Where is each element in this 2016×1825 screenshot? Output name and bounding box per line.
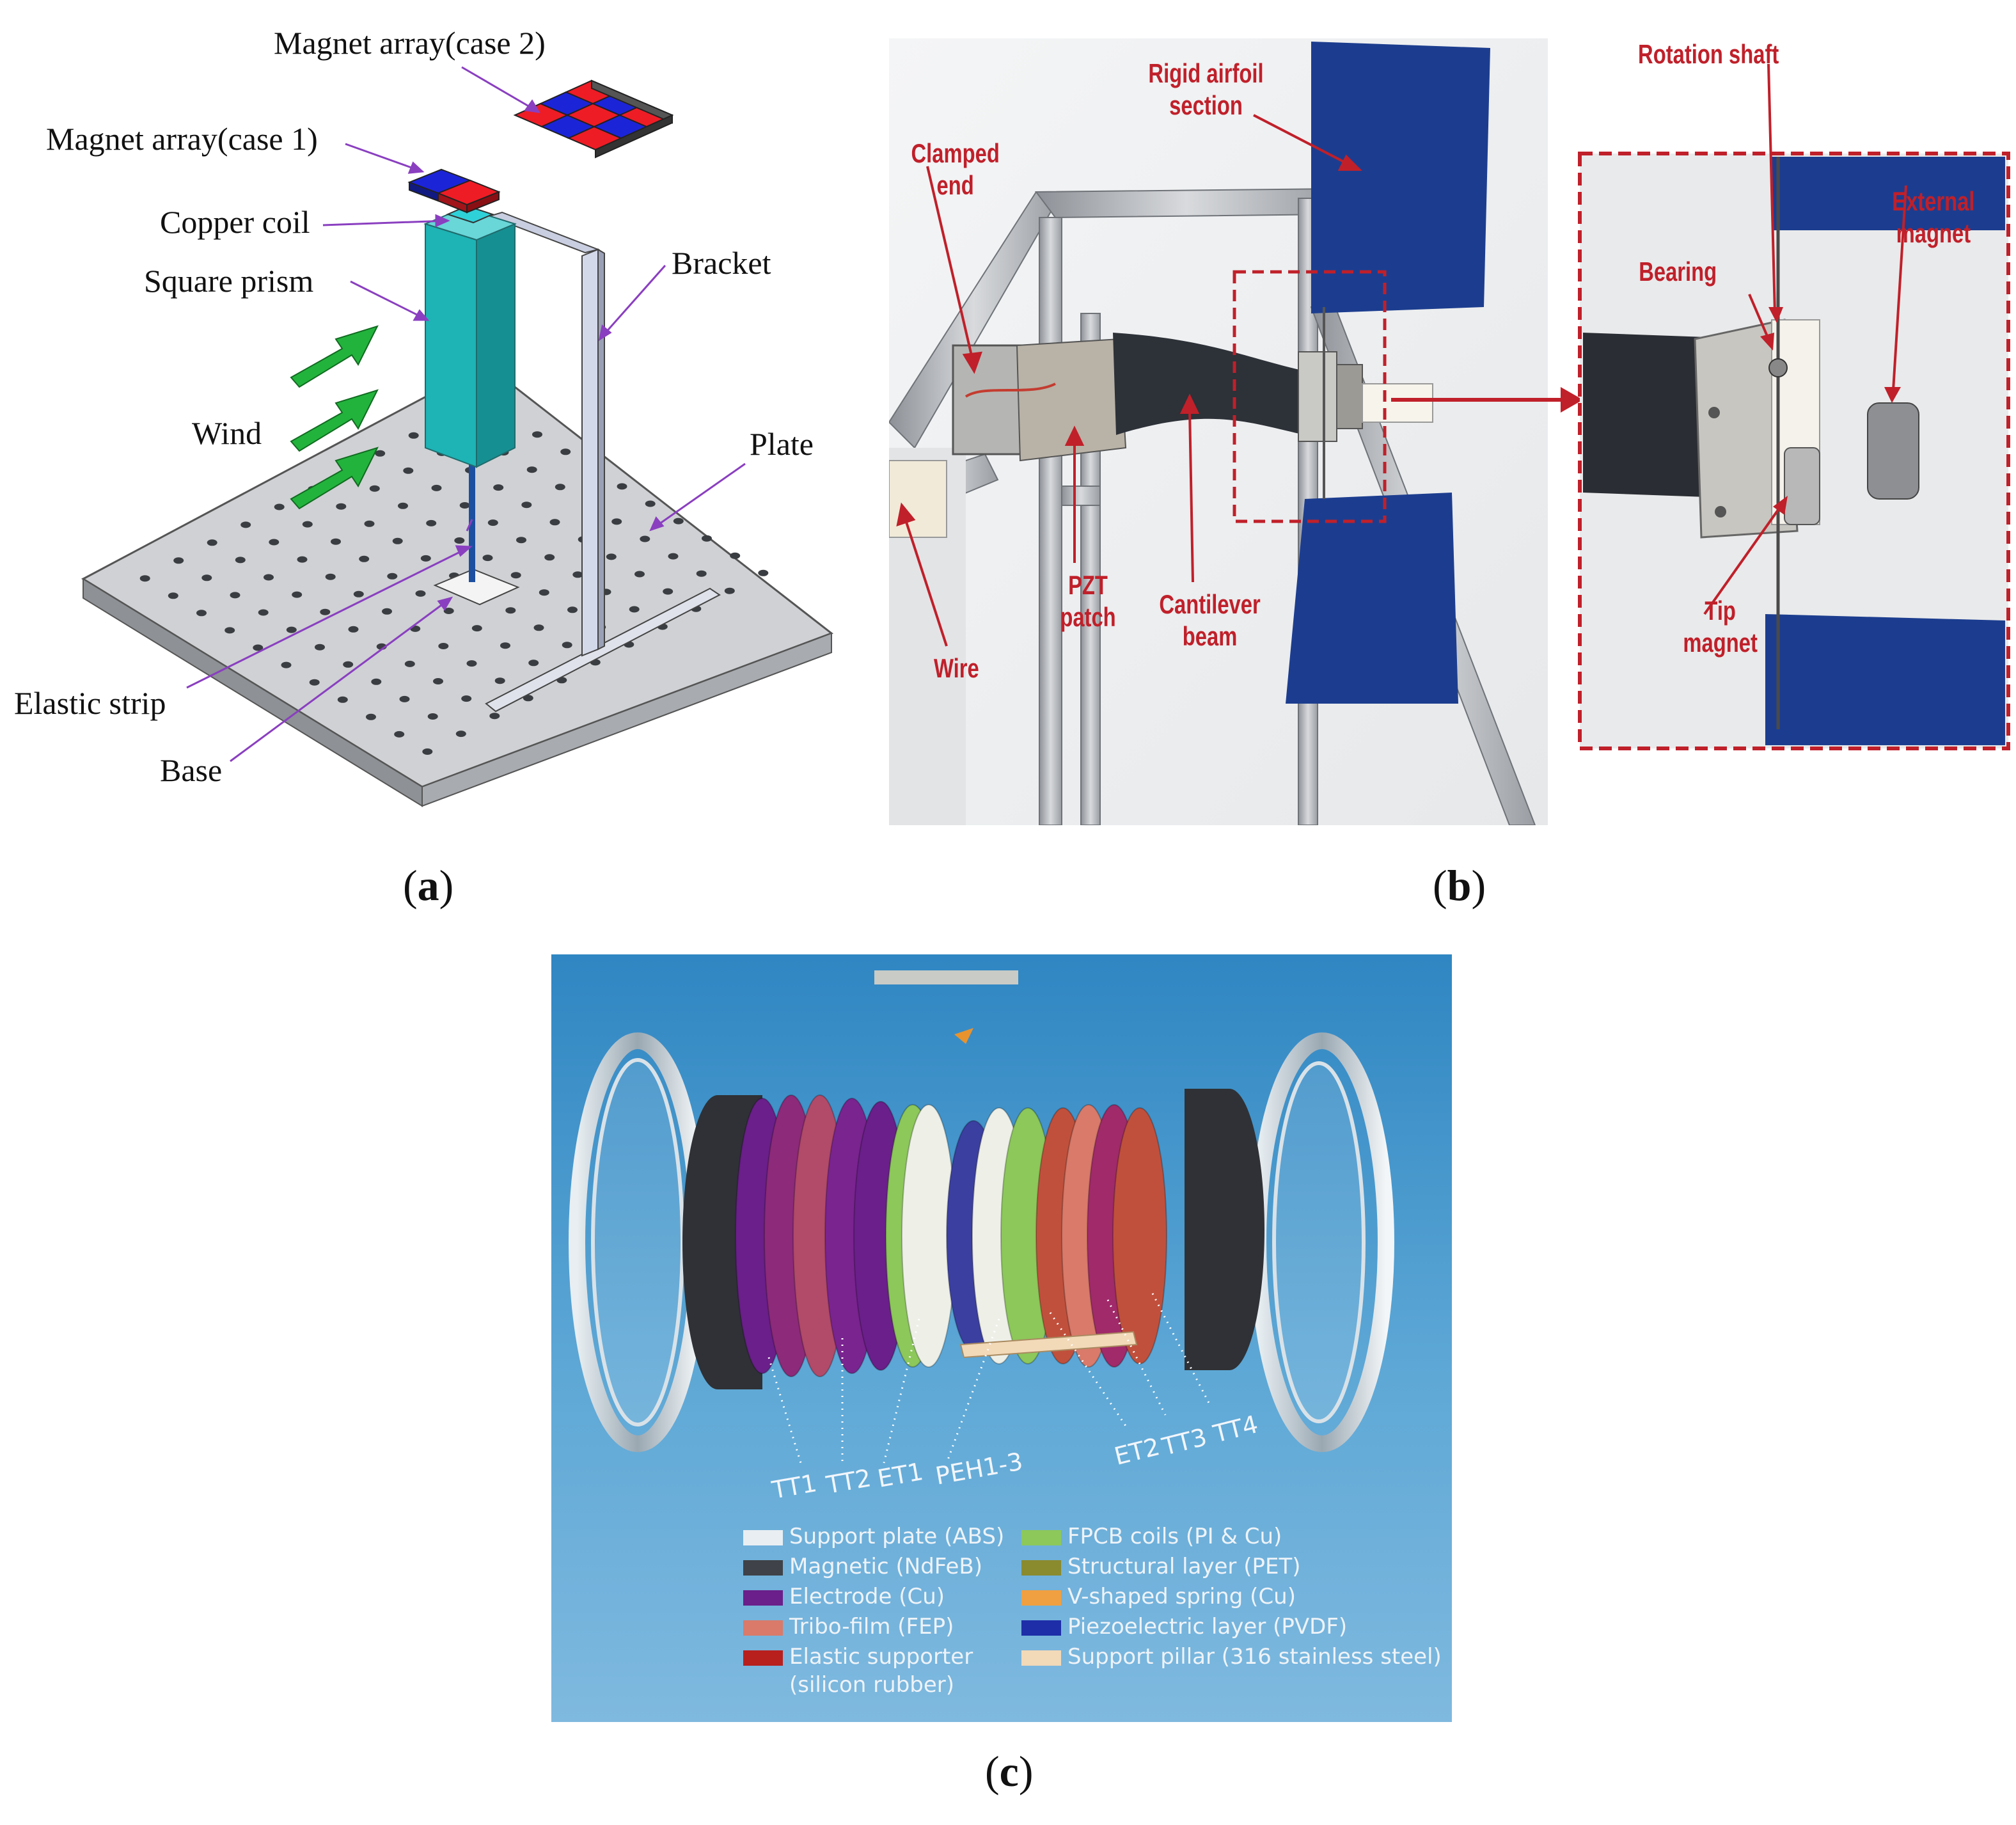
panel-a-drawing [81, 66, 834, 807]
legend-swatch-3 [743, 1620, 783, 1636]
legend-swatch-8 [1021, 1620, 1061, 1636]
magnet-array-case1 [407, 168, 501, 214]
left-ring [569, 1032, 707, 1452]
label-bracket: Bracket [672, 245, 771, 281]
legend-swatch-9 [1021, 1650, 1061, 1666]
airfoil-upper [1311, 42, 1490, 313]
square-prism [423, 207, 517, 468]
label-copper-coil: Copper coil [160, 204, 310, 240]
label-magnet-array-case2: Magnet array(case 2) [274, 25, 546, 61]
cantilever-beam [1113, 333, 1305, 435]
label-wind: Wind [192, 415, 262, 451]
legend-swatch-1 [743, 1560, 783, 1576]
base-square [433, 568, 520, 606]
panel-c: TT1 TT2 ET1 PEH1-3 ET2 TT3 TT4 Support p… [551, 954, 1452, 1722]
label-bearing: Bearing [1639, 257, 1717, 287]
legend-label-5: FPCB coils (PI & Cu) [1067, 1524, 1282, 1549]
elastic-strip [469, 435, 475, 582]
caption-b: (b) [1433, 861, 1486, 910]
wind-arrows [290, 325, 379, 510]
legend-label-0: Support plate (ABS) [789, 1524, 1005, 1549]
pzt-patch [1016, 338, 1127, 462]
label-plate: Plate [750, 426, 814, 462]
legend-label-7: V-shaped spring (Cu) [1067, 1584, 1296, 1609]
bracket-rail [485, 587, 721, 713]
legend-swatch-2 [743, 1590, 783, 1606]
legend-label-6: Structural layer (PET) [1067, 1554, 1301, 1579]
spring-part [954, 1028, 973, 1044]
wire [965, 383, 1056, 398]
label-base: Base [160, 752, 223, 788]
legend-swatch-6 [1021, 1560, 1061, 1576]
panel-c-render [551, 954, 1452, 1722]
legend-label-1: Magnetic (NdFeB) [789, 1554, 982, 1579]
magnet-array-case2 [513, 79, 674, 159]
legend-label-4: Elastic supporter [789, 1644, 973, 1670]
detail-selection [1232, 270, 1387, 523]
support-pillar [959, 1331, 1138, 1359]
legend-label-9: Support pillar (316 stainless steel) [1067, 1644, 1442, 1670]
airfoil-lower [1286, 493, 1458, 704]
label-elastic-strip: Elastic strip [14, 685, 166, 721]
legend-swatch-7 [1021, 1590, 1061, 1606]
legend-swatch-5 [1021, 1530, 1061, 1545]
legend-label-8: Piezoelectric layer (PVDF) [1067, 1614, 1348, 1639]
fpcb-strip [874, 970, 1018, 984]
legend-swatch-0 [743, 1530, 783, 1545]
pointer-arrows [896, 114, 1362, 647]
legend-label-2: Electrode (Cu) [789, 1584, 945, 1609]
label-wire: Wire [933, 653, 979, 683]
legend-swatch-4 [743, 1650, 783, 1666]
leader-lines [186, 66, 746, 762]
legend-label-4b: (silicon rubber) [789, 1672, 955, 1698]
panel-b-photo [889, 38, 2010, 825]
disc-stack [735, 1094, 1167, 1377]
bracket [487, 211, 605, 657]
legend-label-3: Tribo-film (FEP) [789, 1614, 954, 1639]
label-magnet-array-case1: Magnet array(case 1) [46, 121, 318, 157]
label-rotation-shaft: Rotation shaft [1638, 39, 1779, 69]
caption-a: (a) [403, 861, 454, 910]
layer-leaders [768, 1293, 1211, 1464]
label-square-prism: Square prism [144, 263, 314, 299]
caption-c: (c) [985, 1747, 1034, 1796]
panel-a: Magnet array(case 2) Magnet array(case 1… [0, 0, 883, 851]
zoom-inset [1578, 63, 2010, 750]
